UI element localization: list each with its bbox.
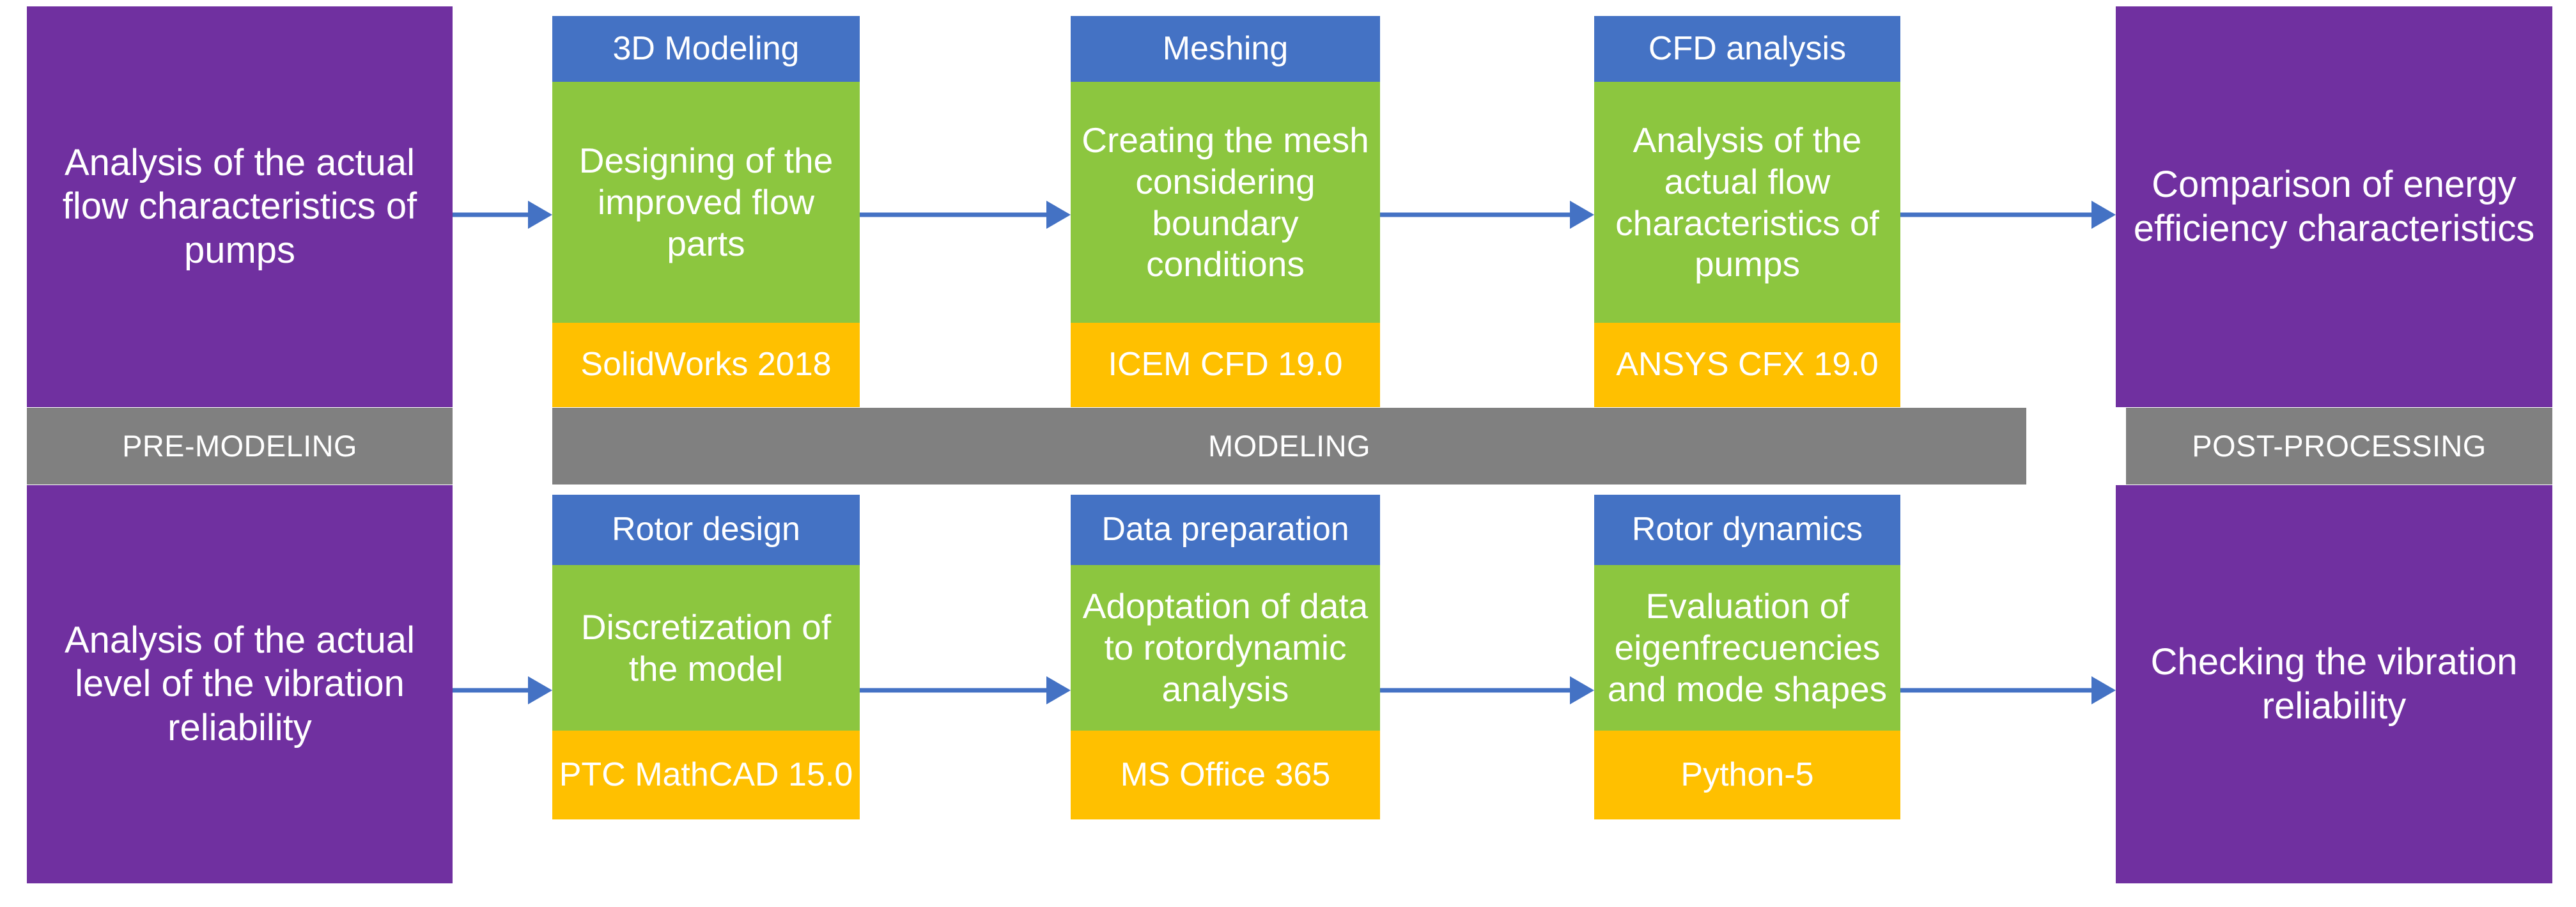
bottom-step-3-tool-label: Python-5 — [1680, 756, 1814, 793]
bottom-start-box[interactable]: Analysis of the actual level of the vibr… — [27, 485, 453, 883]
bottom-end-box[interactable]: Checking the vibration reliability — [2116, 485, 2552, 883]
top-step-1-header[interactable]: 3D Modeling — [552, 16, 860, 82]
top-step-1-tool-label: SolidWorks 2018 — [580, 346, 832, 384]
phase-band-pre-modeling: PRE-MODELING — [27, 408, 453, 485]
bottom-step-3-header[interactable]: Rotor dynamics — [1594, 495, 1900, 565]
top-step-2-body[interactable]: Creating the mesh considering boundary c… — [1071, 82, 1380, 323]
bottom-step-2-header[interactable]: Data preparation — [1071, 495, 1380, 565]
top-step-3-tool[interactable]: ANSYS CFX 19.0 — [1594, 323, 1900, 407]
bottom-step-2-header-label: Data preparation — [1101, 511, 1349, 548]
phase-pre-modeling-label: PRE-MODELING — [122, 429, 357, 463]
bottom-step-1-header-label: Rotor design — [612, 511, 800, 548]
top-end-box[interactable]: Comparison of energy efficiency characte… — [2116, 6, 2552, 407]
top-step-1-body[interactable]: Designing of the improved flow parts — [552, 82, 860, 323]
arrow-bottom-4 — [1900, 674, 2116, 707]
top-start-box[interactable]: Analysis of the actual flow characterist… — [27, 6, 453, 407]
top-step-2-header-label: Meshing — [1162, 29, 1289, 67]
bottom-step-2-body-label: Adoptation of data to rotordynamic analy… — [1082, 586, 1369, 709]
arrow-top-1 — [453, 198, 552, 231]
bottom-step-1-body[interactable]: Discretization of the model — [552, 565, 860, 731]
top-step-1-tool[interactable]: SolidWorks 2018 — [552, 323, 860, 407]
bottom-step-2-tool[interactable]: MS Office 365 — [1071, 731, 1380, 819]
bottom-step-2-tool-label: MS Office 365 — [1120, 756, 1331, 793]
top-step-3-header[interactable]: CFD analysis — [1594, 16, 1900, 82]
top-step-1-body-label: Designing of the improved flow parts — [578, 141, 834, 263]
top-step-2-body-label: Creating the mesh considering boundary c… — [1082, 120, 1369, 284]
phase-band-post-processing: POST-PROCESSING — [2126, 408, 2552, 485]
top-step-3-header-label: CFD analysis — [1648, 29, 1847, 67]
top-start-label: Analysis of the actual flow characterist… — [62, 141, 417, 271]
bottom-step-3-tool[interactable]: Python-5 — [1594, 731, 1900, 819]
top-step-3-body-label: Analysis of the actual flow characterist… — [1615, 120, 1879, 284]
top-step-1-header-label: 3D Modeling — [612, 29, 800, 67]
bottom-step-3-header-label: Rotor dynamics — [1631, 511, 1863, 548]
bottom-step-1-tool[interactable]: PTC MathCAD 15.0 — [552, 731, 860, 819]
top-end-label: Comparison of energy efficiency characte… — [2133, 164, 2535, 249]
bottom-step-3-body-label: Evaluation of eigenfrecuencies and mode … — [1607, 586, 1888, 709]
arrow-top-4 — [1900, 198, 2116, 231]
bottom-step-1-body-label: Discretization of the model — [580, 607, 832, 688]
bottom-step-2-body[interactable]: Adoptation of data to rotordynamic analy… — [1071, 565, 1380, 731]
arrow-bottom-3 — [1380, 674, 1594, 707]
top-step-2-header[interactable]: Meshing — [1071, 16, 1380, 82]
bottom-step-3-body[interactable]: Evaluation of eigenfrecuencies and mode … — [1594, 565, 1900, 731]
top-step-2-tool[interactable]: ICEM CFD 19.0 — [1071, 323, 1380, 407]
arrow-top-2 — [860, 198, 1071, 231]
arrow-bottom-1 — [453, 674, 552, 707]
top-step-3-body[interactable]: Analysis of the actual flow characterist… — [1594, 82, 1900, 323]
arrow-top-3 — [1380, 198, 1594, 231]
phase-modeling-label: MODELING — [1208, 429, 1370, 463]
top-step-3-tool-label: ANSYS CFX 19.0 — [1616, 346, 1879, 384]
phase-band-modeling: MODELING — [552, 408, 2026, 485]
phase-post-processing-label: POST-PROCESSING — [2192, 429, 2487, 463]
arrow-bottom-2 — [860, 674, 1071, 707]
top-step-2-tool-label: ICEM CFD 19.0 — [1108, 346, 1343, 384]
bottom-step-1-header[interactable]: Rotor design — [552, 495, 860, 565]
bottom-start-label: Analysis of the actual level of the vibr… — [64, 619, 415, 748]
bottom-step-1-tool-label: PTC MathCAD 15.0 — [559, 756, 853, 793]
bottom-end-label: Checking the vibration reliability — [2150, 641, 2518, 727]
